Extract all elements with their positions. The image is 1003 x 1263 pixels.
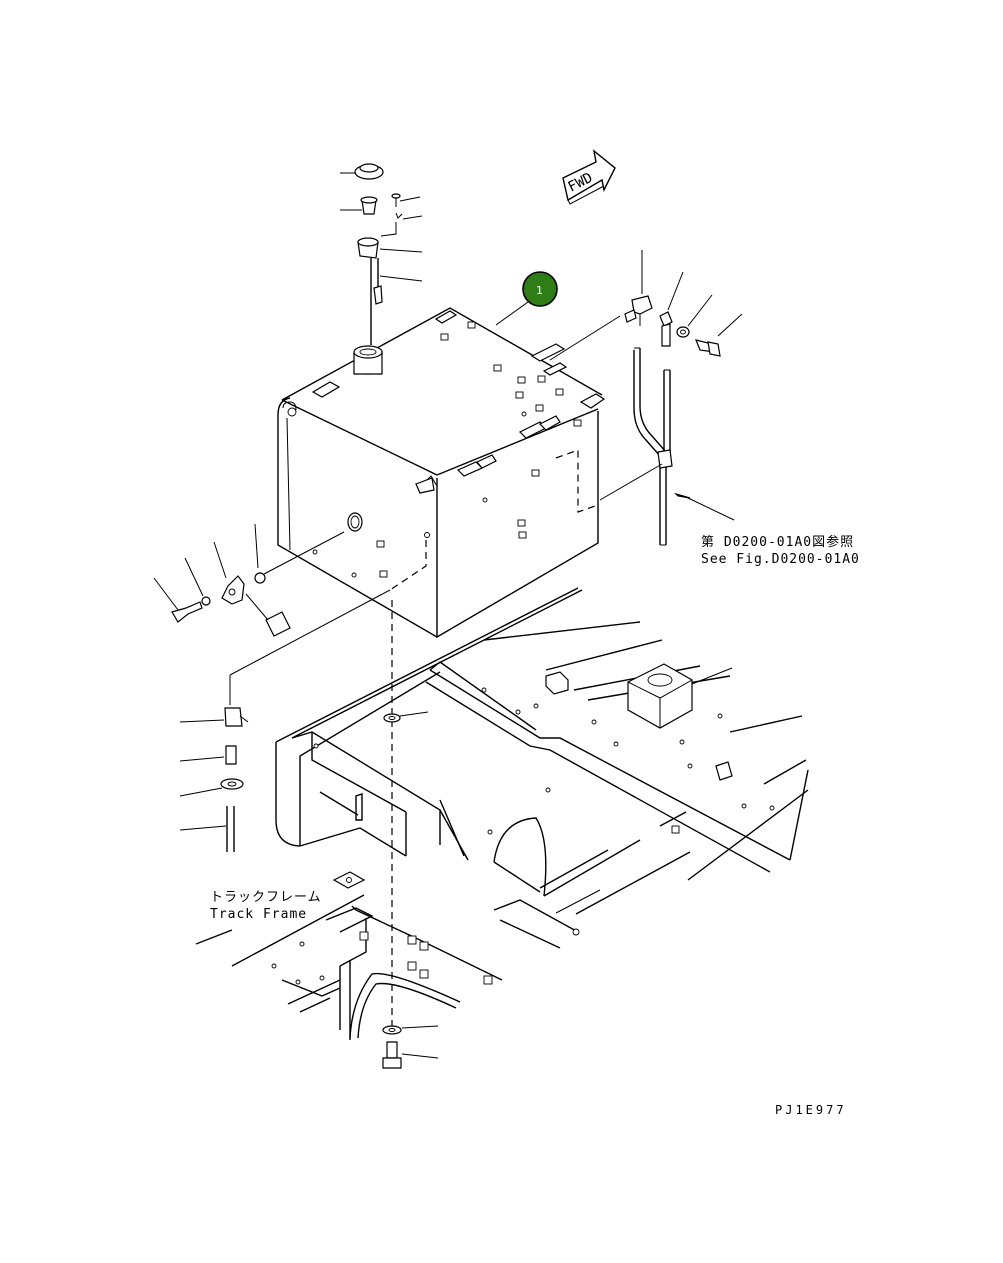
drain-valve-stack (179, 589, 391, 852)
fwd-label: FWD (566, 170, 596, 196)
track-frame (195, 871, 503, 1040)
tank-mount-bolt (382, 600, 439, 1069)
callout-number: 1 (536, 284, 543, 297)
filler-cap-parts (340, 163, 423, 345)
drain-plug-parts (153, 523, 345, 637)
reference-note-en: See Fig.D0200-01A0 (701, 552, 860, 567)
callout-item-1[interactable]: 1 (522, 271, 558, 307)
callout-badge (522, 271, 558, 307)
track-frame-label-jp: トラックフレーム (210, 890, 322, 905)
track-frame-label-en: Track Frame (210, 907, 307, 922)
revolving-frame (275, 587, 809, 949)
reference-note-jp: 第 D0200-01A0図参照 (701, 534, 854, 550)
drawing-code: PJ1E977 (775, 1103, 847, 1117)
fuel-tank (277, 307, 606, 639)
return-pipe-parts (599, 250, 743, 546)
fwd-arrow: FWD (562, 149, 616, 205)
